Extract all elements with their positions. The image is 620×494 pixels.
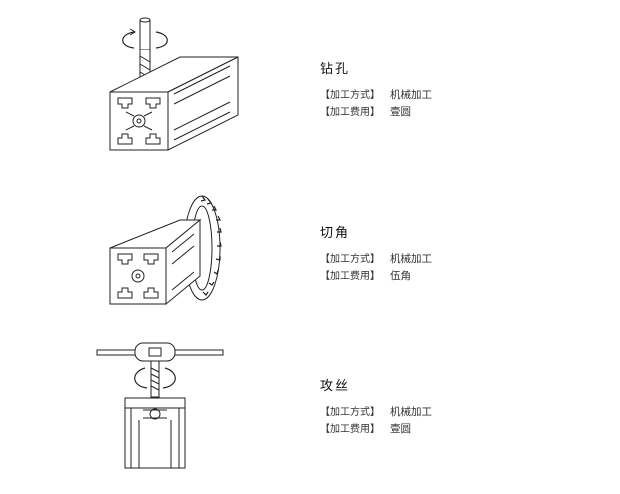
saw-blade-on-aluminum-profile-icon: [90, 190, 240, 330]
process-item-tapping: 攻丝 【加工方式】机械加工 【加工费用】壹圆: [0, 335, 620, 494]
process-info-corner-cutting: 切角 【加工方式】机械加工 【加工费用】伍角: [320, 222, 432, 285]
cost-label: 【加工费用】: [320, 271, 380, 282]
process-title: 攻丝: [320, 379, 351, 394]
process-item-corner-cutting: 切角 【加工方式】机械加工 【加工费用】伍角: [0, 170, 620, 335]
method-label: 【加工方式】: [320, 254, 380, 265]
cost-row: 【加工费用】壹圆: [320, 421, 432, 438]
method-row: 【加工方式】机械加工: [320, 251, 432, 268]
process-title: 切角: [320, 226, 351, 241]
method-label: 【加工方式】: [320, 90, 380, 101]
method-value: 机械加工: [390, 89, 432, 101]
cost-row: 【加工费用】伍角: [320, 268, 432, 285]
method-value: 机械加工: [390, 406, 432, 418]
method-row: 【加工方式】机械加工: [320, 87, 432, 104]
process-info-drilling: 钻孔 【加工方式】机械加工 【加工费用】壹圆: [320, 58, 432, 121]
cost-value: 壹圆: [390, 106, 411, 118]
cost-row: 【加工费用】壹圆: [320, 104, 432, 121]
method-row: 【加工方式】机械加工: [320, 404, 432, 421]
method-label: 【加工方式】: [320, 407, 380, 418]
tap-wrench-on-aluminum-profile-icon: [95, 340, 245, 470]
process-info-tapping: 攻丝 【加工方式】机械加工 【加工费用】壹圆: [320, 375, 432, 438]
process-item-drilling: 钻孔 【加工方式】机械加工 【加工费用】壹圆: [0, 0, 620, 170]
cost-value: 壹圆: [390, 423, 411, 435]
cost-label: 【加工费用】: [320, 424, 380, 435]
process-title: 钻孔: [320, 62, 351, 77]
cost-value: 伍角: [390, 270, 411, 282]
cost-label: 【加工费用】: [320, 107, 380, 118]
drill-on-aluminum-profile-icon: [90, 12, 240, 167]
method-value: 机械加工: [390, 253, 432, 265]
